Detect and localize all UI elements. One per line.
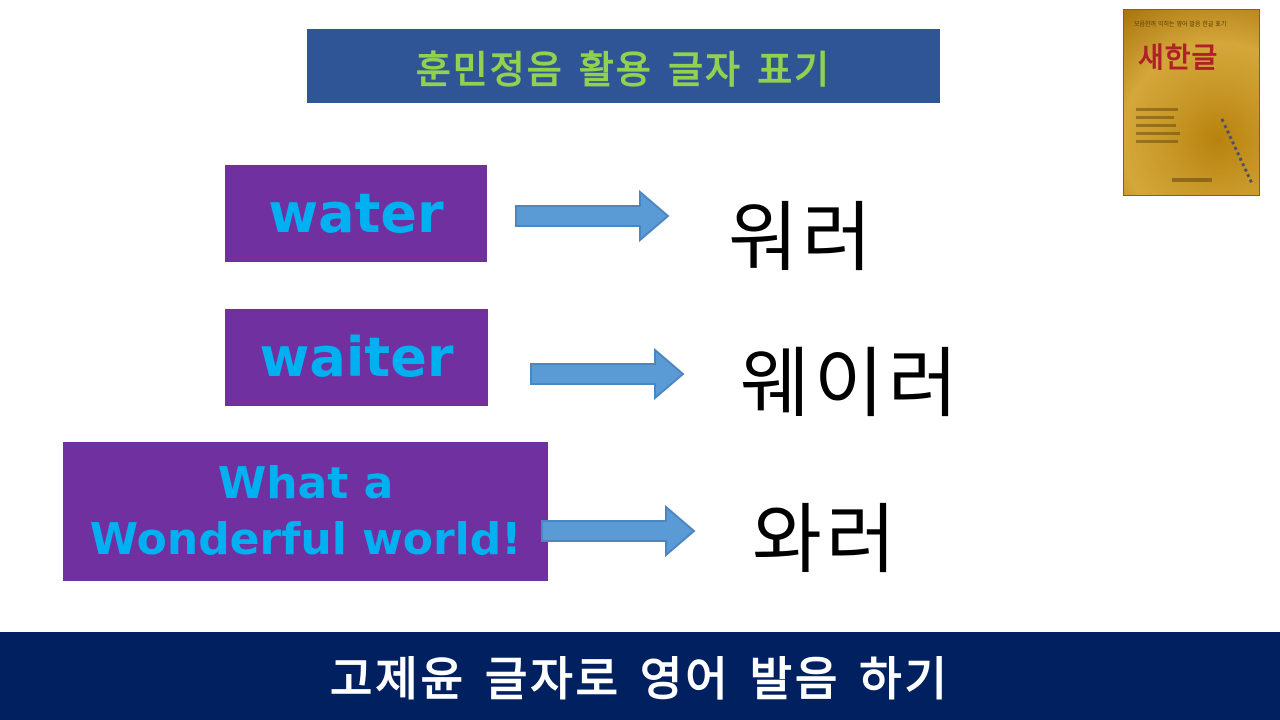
footer-text: 고제윤 글자로 영어 발음 하기: [330, 652, 950, 706]
book-text-line: [1136, 108, 1178, 111]
slide-title: 훈민정음 활용 글자 표기: [415, 47, 832, 92]
book-title: 새한글: [1138, 41, 1219, 74]
english-phrase-box: What a Wonderful world!: [63, 442, 548, 581]
right-arrow-icon: [530, 348, 685, 400]
right-arrow-icon: [541, 505, 696, 557]
book-text-line: [1136, 116, 1174, 119]
korean-transcription: 와러: [752, 495, 900, 584]
book-text-line: [1136, 124, 1176, 127]
english-phrase-line: Wonderful world!: [89, 513, 522, 565]
english-word-box-water: water: [225, 165, 487, 262]
book-publisher-mark: [1172, 178, 1212, 182]
english-word: water: [268, 182, 444, 245]
english-word: waiter: [259, 326, 454, 389]
slide-title-box: 훈민정음 활용 글자 표기: [307, 29, 940, 103]
book-text-line: [1136, 132, 1180, 135]
book-text-line: [1136, 140, 1178, 143]
book-subtitle: 모음한꺼 익히는 영어 발음 한글 표기: [1134, 21, 1227, 28]
english-phrase-line: What a: [217, 457, 394, 509]
korean-transcription: 워러: [728, 193, 876, 282]
footer-banner: 고제윤 글자로 영어 발음 하기: [0, 632, 1280, 720]
book-decoration: [1220, 117, 1256, 183]
korean-transcription: 웨이러: [740, 339, 962, 428]
right-arrow-icon: [515, 190, 670, 242]
book-cover-image: 모음한꺼 익히는 영어 발음 한글 표기 새한글: [1123, 9, 1260, 196]
english-word-box-waiter: waiter: [225, 309, 488, 406]
